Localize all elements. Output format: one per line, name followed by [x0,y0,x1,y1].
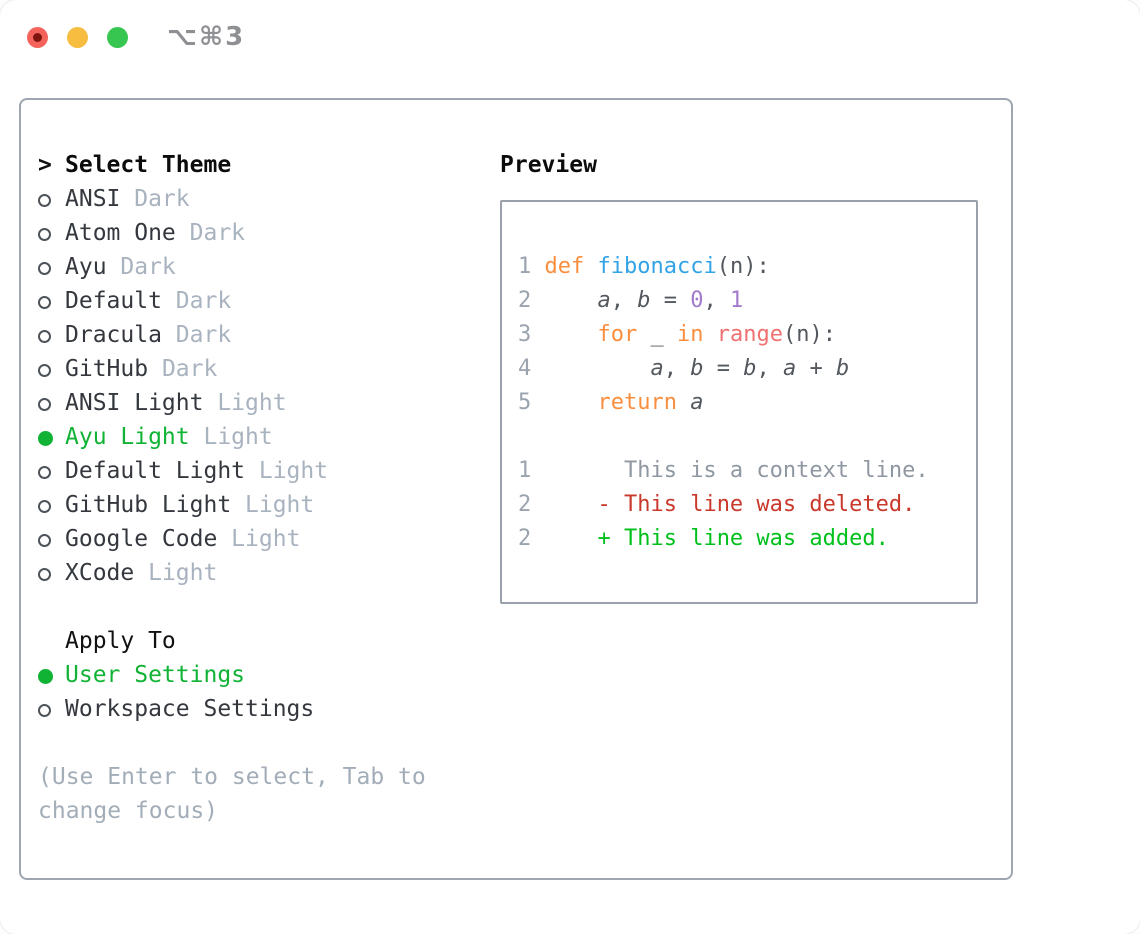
code-line [518,420,976,454]
line-number: 1 [518,458,532,483]
code-line: 2 + This line was added. [518,526,889,551]
window-shortcut-label: ⌥⌘3 [167,22,246,52]
code-line: 1 This is a context line. [518,458,929,483]
theme-variant-tag: Dark [106,254,176,280]
theme-option-github-light[interactable]: GitHub Light Light [38,488,500,522]
theme-variant-tag: Light [189,424,273,450]
code-line: 2 - This line was deleted. [518,492,916,517]
radio-icon [38,182,65,216]
close-button[interactable] [27,26,48,48]
theme-variant-tag: Dark [161,288,232,314]
theme-name: ANSI Light [65,390,204,416]
code-line: 3 for _ in range(n): [518,322,836,347]
radio-icon [38,692,65,726]
radio-icon [38,522,65,556]
line-number: 1 [518,254,532,279]
theme-name: ANSI [65,186,121,212]
line-number: 2 [518,288,532,313]
radio-icon [38,556,65,590]
theme-variant-tag: Dark [161,322,232,348]
radio-icon [38,352,65,386]
radio-icon [38,454,65,488]
spacer [38,590,500,624]
theme-option-default-light[interactable]: Default Light Light [38,454,500,488]
theme-name: Ayu [65,254,107,280]
theme-name: Default [65,288,162,314]
theme-panel-title: Select Theme [65,152,232,178]
theme-option-dracula[interactable]: Dracula Dark [38,318,500,352]
radio-selected-icon [38,658,65,692]
line-number: 2 [518,526,532,551]
radio-icon [38,250,65,284]
code-line: 1 def fibonacci(n): [518,254,770,279]
theme-option-default[interactable]: Default Dark [38,284,500,318]
minimize-button[interactable] [67,26,88,48]
titlebar: ⌥⌘3 [0,0,1140,74]
radio-icon [38,318,65,352]
theme-name: Google Code [65,526,218,552]
apply-to-title-row: Apply To [38,624,500,658]
theme-name: XCode [65,560,135,586]
theme-variant-tag: Dark [120,186,190,212]
theme-option-google-code[interactable]: Google Code Light [38,522,500,556]
theme-variant-tag: Light [203,390,287,416]
zoom-button[interactable] [107,26,128,48]
line-number: 5 [518,390,532,415]
radio-icon [38,284,65,318]
theme-option-xcode[interactable]: XCode Light [38,556,500,590]
theme-variant-tag: Dark [148,356,218,382]
chevron-icon: > [38,152,52,178]
line-number: 3 [518,322,532,347]
radio-selected-icon [38,420,65,454]
radio-icon [38,488,65,522]
theme-variant-tag: Light [245,458,329,484]
theme-name: GitHub [65,356,149,382]
theme-variant-tag: Dark [175,220,246,246]
apply-option-workspace-settings[interactable]: Workspace Settings [38,692,500,726]
apply-option-label: User Settings [65,662,246,688]
close-dot-icon [33,32,42,42]
theme-option-ansi-light[interactable]: ANSI Light Light [38,386,500,420]
theme-panel-title-row: > Select Theme [38,148,500,182]
apply-to-title: Apply To [65,628,176,654]
theme-name: Dracula [65,322,162,348]
preview-panel: Preview 1 def fibonacci(n): 2 a, b = 0, 1… [500,148,978,878]
code-line: 4 a, b = b, a + b [518,356,850,381]
theme-variant-tag: Light [217,526,301,552]
preview-title: Preview [500,152,597,178]
code-line: 2 a, b = 0, 1 [518,288,744,313]
theme-name: Atom One [65,220,176,246]
code-line: 5 return a [518,390,704,415]
apply-option-label: Workspace Settings [65,696,315,722]
theme-option-ansi[interactable]: ANSI Dark [38,182,500,216]
line-number: 4 [518,356,532,381]
line-number [518,424,531,449]
line-number: 2 [518,492,532,517]
hint-text: (Use Enter to select, Tab to change focus… [38,760,500,828]
theme-name: Default Light [65,458,246,484]
hint-line: (Use Enter to select, Tab to [38,764,426,790]
theme-option-atom-one[interactable]: Atom One Dark [38,216,500,250]
spacer [38,726,500,760]
hint-line: change focus) [38,798,219,824]
preview-box: 1 def fibonacci(n): 2 a, b = 0, 1 3 for _ … [500,200,978,604]
theme-name: GitHub Light [65,492,232,518]
theme-variant-tag: Light [231,492,315,518]
theme-option-github[interactable]: GitHub Dark [38,352,500,386]
radio-icon [38,216,65,250]
radio-icon [38,386,65,420]
theme-name: Ayu Light [65,424,190,450]
theme-variant-tag: Light [134,560,218,586]
preview-code: 1 def fibonacci(n): 2 a, b = 0, 1 3 for _ … [518,250,976,556]
apply-option-user-settings[interactable]: User Settings [38,658,500,692]
theme-option-ayu[interactable]: Ayu Dark [38,250,500,284]
theme-option-ayu-light[interactable]: Ayu Light Light [38,420,500,454]
